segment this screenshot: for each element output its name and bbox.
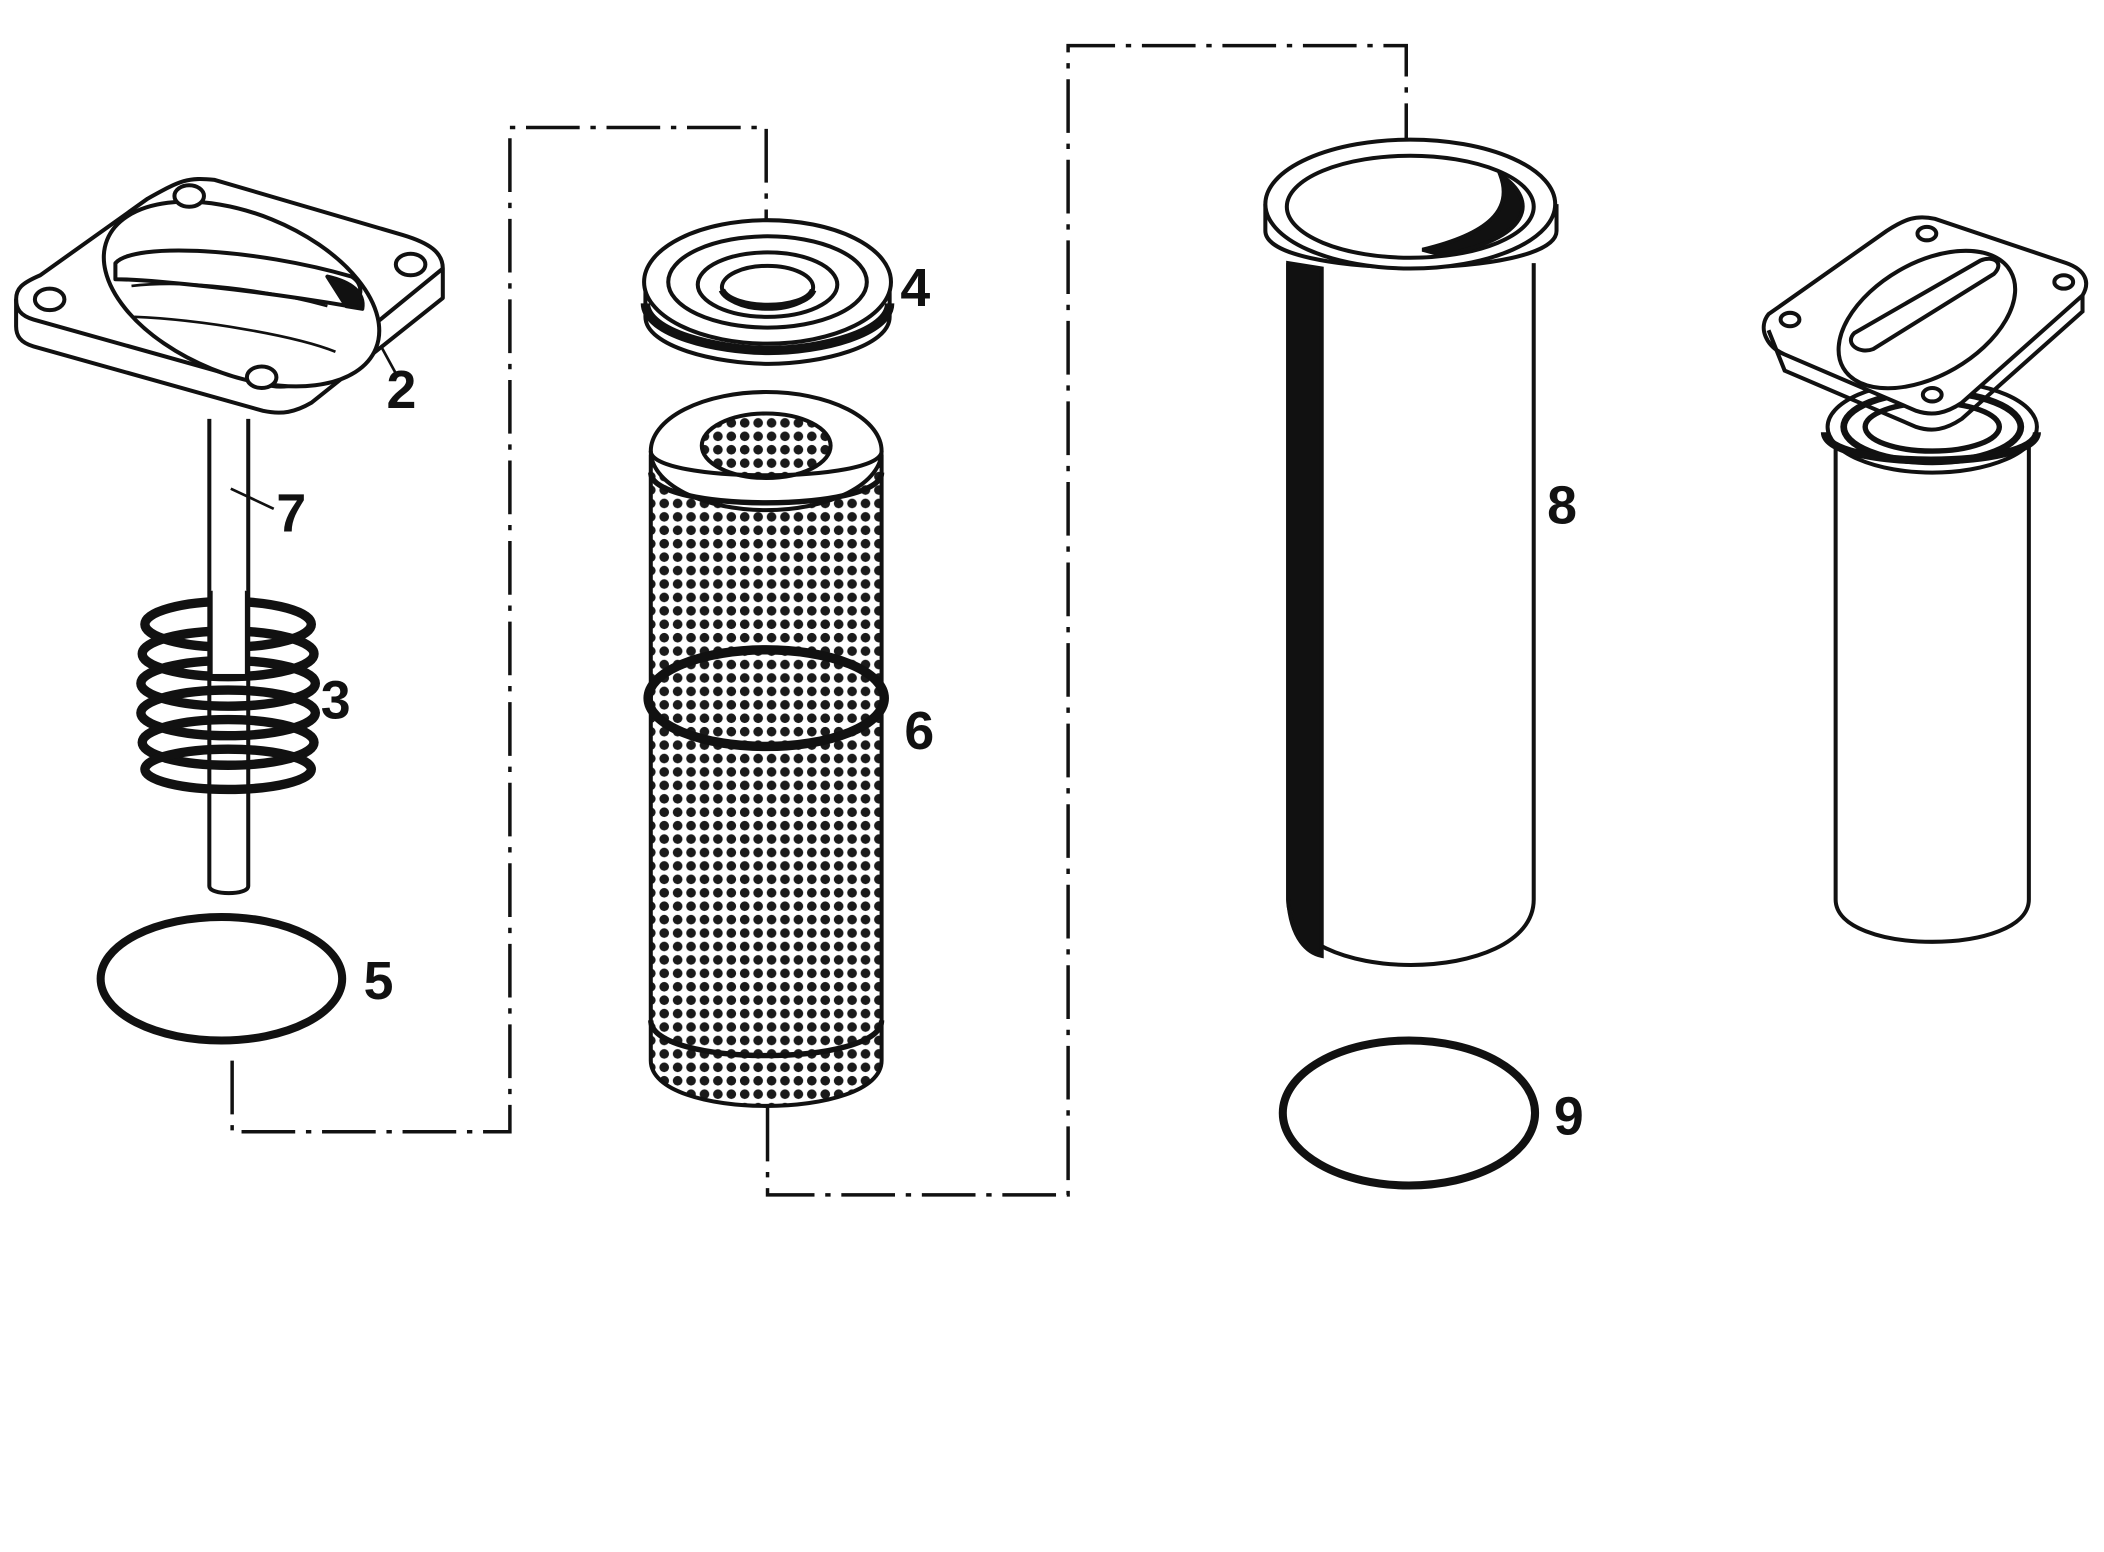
callout-6: 6 xyxy=(904,701,934,761)
callout-2: 2 xyxy=(386,360,416,420)
callout-8: 8 xyxy=(1547,476,1577,536)
filter-band xyxy=(643,645,889,752)
o-ring-large-icon xyxy=(1278,1036,1540,1190)
assembly-lines xyxy=(230,43,1408,1197)
assembled-filter-icon xyxy=(1761,215,2089,944)
spring-icon xyxy=(136,590,321,795)
o-ring-small-icon xyxy=(96,912,347,1045)
callout-4: 4 xyxy=(900,258,930,318)
leader-2 xyxy=(379,345,399,377)
callout-3: 3 xyxy=(321,670,351,730)
callout-7: 7 xyxy=(276,484,306,544)
callout-9: 9 xyxy=(1554,1086,1584,1146)
cover-plate-icon xyxy=(14,177,445,415)
mesh-filter-icon xyxy=(643,390,889,1108)
leader-7 xyxy=(230,487,275,511)
callout-5: 5 xyxy=(364,951,394,1011)
housing-cylinder-icon xyxy=(1263,137,1559,967)
seal-disc-icon xyxy=(640,218,895,366)
assembly-line-left xyxy=(230,125,768,1134)
